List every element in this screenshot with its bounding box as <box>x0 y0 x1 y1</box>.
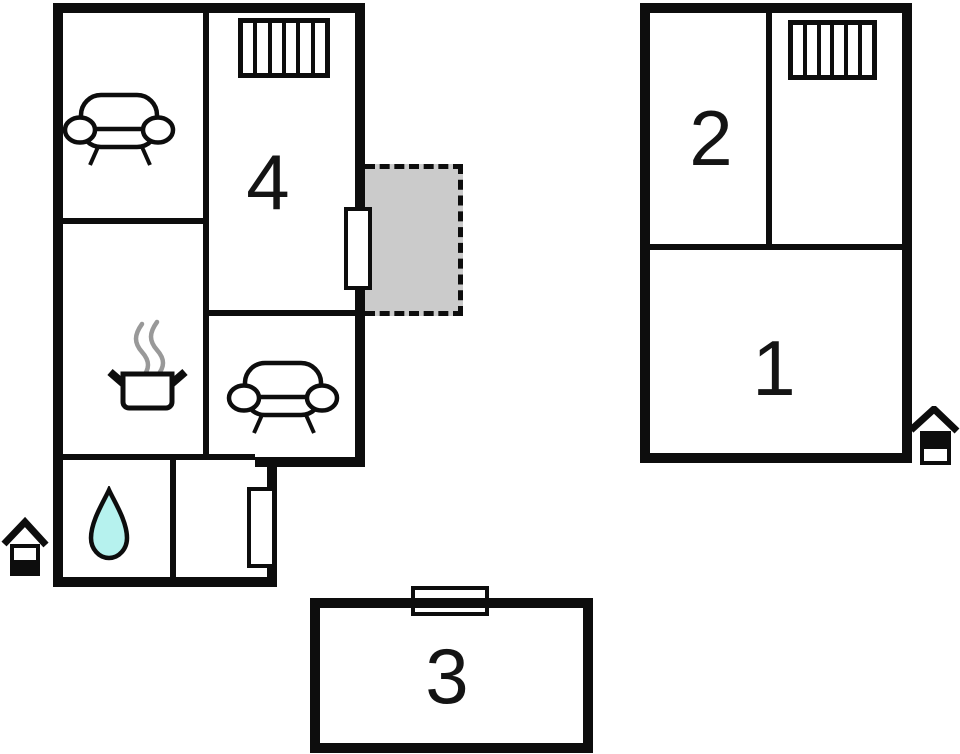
radiator-icon <box>238 18 330 78</box>
main-house-wall-left <box>53 3 63 467</box>
terrace-door <box>344 207 372 290</box>
room-2-label: 2 <box>689 94 733 182</box>
second-house-wall-bottom <box>640 453 912 463</box>
hallway-door <box>247 487 276 568</box>
main-house-wall-top <box>53 3 365 13</box>
water-drop-shape <box>88 486 130 561</box>
lounge-kitchen-wall <box>63 218 203 224</box>
entrance-house-icon <box>1 513 49 579</box>
steam-line <box>133 321 151 381</box>
room4-livingroom-wall <box>209 310 355 316</box>
annex-wall-bottom <box>53 577 277 587</box>
radiator-icon <box>788 20 877 80</box>
main-house-wall-bottom <box>255 457 365 467</box>
outbuilding-wall-right <box>583 598 593 753</box>
outbuilding-wall-bottom <box>310 743 593 753</box>
room-4-label: 4 <box>246 138 290 226</box>
main-house-center-wall <box>203 13 209 454</box>
outbuilding-wall-left <box>310 598 320 753</box>
room1-partition-wall <box>650 244 902 250</box>
annex-wall-left <box>53 467 63 587</box>
steam-line <box>148 319 166 379</box>
cooking-pot-icon <box>100 318 195 414</box>
bathroom-hallway-wall <box>170 460 176 577</box>
second-house-wall-top <box>640 3 912 13</box>
sofa-icon <box>226 356 340 436</box>
main-house-annex-partition <box>63 454 255 460</box>
terrace-dashed-area <box>365 164 463 316</box>
room-1-label: 1 <box>752 324 796 412</box>
outbuilding-wall-top <box>310 598 593 608</box>
room2-radiatorroom-wall <box>766 13 772 250</box>
water-drop-icon <box>85 486 133 562</box>
room-3-label: 3 <box>425 632 469 720</box>
second-house-wall-right <box>902 3 912 463</box>
sofa-icon <box>62 88 176 168</box>
entrance-house-icon <box>908 406 960 468</box>
second-house-wall-left <box>640 3 650 463</box>
